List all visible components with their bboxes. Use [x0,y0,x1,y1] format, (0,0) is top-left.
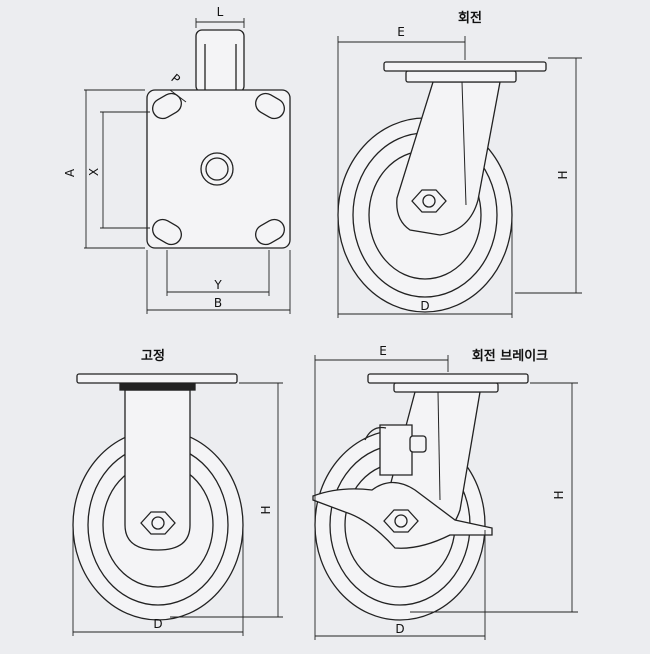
bolt-slot-top-right [255,92,285,120]
brake-swivel-head [393,382,499,393]
center-boss-outer [200,152,234,186]
swivel-head [405,70,517,83]
swivel-brake-title: 회전 브레이크 [472,348,548,364]
fixed-label-H: H [259,505,273,514]
swivel-view [337,61,547,313]
bolt-slot-top-left [152,92,182,120]
top-view [146,29,291,249]
label-P: P [168,71,183,86]
swivel-label-E: E [397,25,405,39]
brake-fork-edge [437,391,441,501]
swivel-plate [383,61,547,72]
brake-button [409,435,427,453]
label-A: A [63,168,77,177]
fixed-head [119,382,196,391]
bolt-slot-bottom-right [255,218,285,246]
brake-spring [364,426,387,441]
fixed-title: 고정 [141,348,165,364]
fixed-label-D: D [153,617,162,631]
fixed-dimensions [72,382,283,636]
swivel-dimensions [337,36,582,318]
swivel-axle-nut [411,189,447,213]
label-B: B [214,296,222,310]
swivel-brake-dimensions [314,355,578,640]
fixed-axle [151,516,165,530]
fixed-plate [76,373,238,384]
swivel-label-D: D [420,299,429,313]
brake-housing [379,424,413,476]
label-Y: Y [213,278,222,292]
fixed-view [72,373,244,621]
brake-swivel-plate [367,373,529,384]
swivel-title: 회전 [458,10,482,26]
bolt-slot-bottom-left [152,218,182,246]
mounting-plate [146,89,291,249]
brake-label-E: E [379,344,387,358]
swivel-brake-view [312,373,529,621]
fixed-bracket [124,389,191,551]
swivel-fork-edge [461,81,467,206]
brake-axle [394,514,408,528]
fixed-axle-nut [140,511,176,535]
swivel-label-H: H [556,170,570,179]
brake-axle-nut [383,509,419,533]
brake-label-D: D [395,622,404,636]
swivel-axle [422,194,436,208]
center-boss-inner [205,157,229,181]
wheel-top-outline [195,29,245,93]
label-X: X [87,168,101,176]
brake-label-H: H [552,490,566,499]
top-view-dimensions [84,18,291,314]
label-L: L [217,5,224,19]
